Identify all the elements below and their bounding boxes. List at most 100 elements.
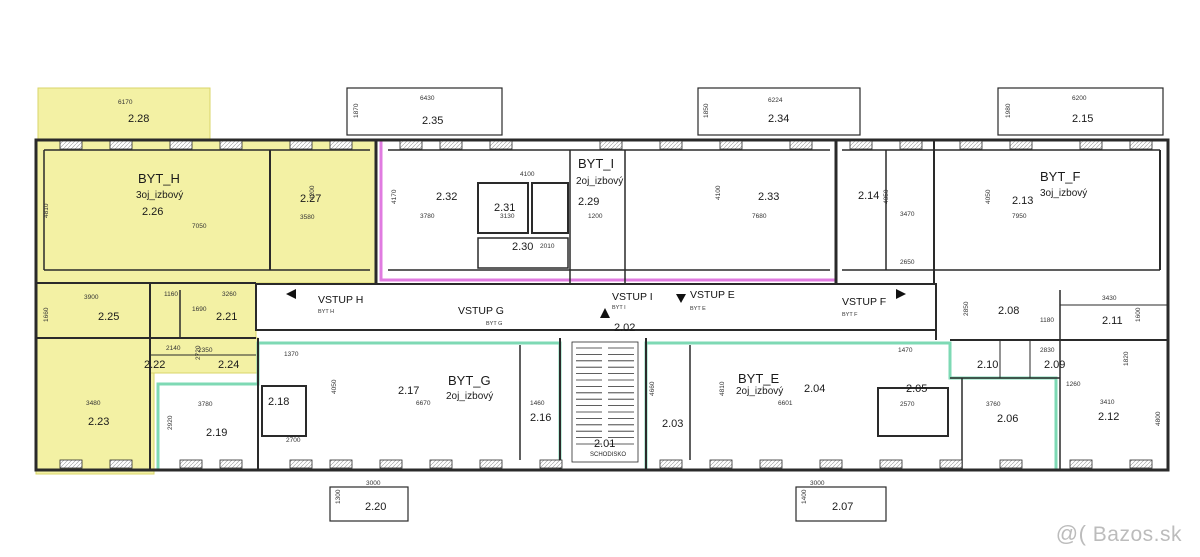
room-2-07: 2.07	[832, 501, 853, 513]
unit-byt-i-name: BYT_I	[578, 156, 614, 171]
window	[599, 140, 623, 150]
dimension-label: 4100	[715, 185, 722, 200]
window	[329, 459, 353, 469]
balconies	[329, 87, 1164, 522]
dimension-label: 7680	[752, 213, 767, 220]
unit-byt-e-type: 2oj_izbový	[736, 386, 783, 397]
window	[539, 459, 563, 469]
room-2-02: 2.02	[614, 322, 635, 334]
room-2-09: 2.09	[1044, 359, 1065, 371]
arrow-down-icon	[676, 294, 686, 303]
window	[759, 459, 783, 469]
window	[109, 140, 133, 150]
room-2-06: 2.06	[997, 413, 1018, 425]
room-2-03: 2.03	[662, 418, 683, 430]
entrance-labels: VSTUP H BYT H VSTUP G BYT G VSTUP I BYT …	[318, 289, 886, 327]
room-2-11: 2.11	[1102, 315, 1123, 327]
window	[109, 459, 133, 469]
room-2-23: 2.23	[88, 416, 109, 428]
room-2-13: 2.13	[1012, 195, 1033, 207]
dimension-label: 2850	[963, 301, 970, 316]
dimension-label: 1460	[530, 400, 545, 407]
arrow-up-icon	[600, 308, 610, 318]
dimension-label: 6670	[416, 400, 431, 407]
dimension-label: 3780	[198, 401, 213, 408]
dimension-label: 1850	[703, 103, 710, 118]
dimension-label: 4200	[309, 185, 316, 200]
dimension-label: 3760	[986, 401, 1001, 408]
room-2-21: 2.21	[216, 311, 237, 323]
unit-byt-e-name: BYT_E	[738, 371, 780, 386]
room-2-29: 2.29	[578, 196, 599, 208]
dimension-label: 1980	[1005, 103, 1012, 118]
window	[169, 140, 193, 150]
dimension-label: 3470	[900, 211, 915, 218]
window	[489, 140, 513, 150]
dimension-label: 2140	[166, 345, 181, 352]
dimension-label: 1300	[335, 489, 342, 504]
room-2-04: 2.04	[804, 383, 825, 395]
arrow-left-icon	[286, 289, 296, 299]
dimension-label: 6601	[778, 400, 793, 407]
dimension-label: 1820	[1123, 351, 1130, 366]
dimension-label: 2010	[540, 243, 555, 250]
dimension-label: 3130	[500, 213, 515, 220]
window	[59, 459, 83, 469]
room-2-30: 2.30	[512, 241, 533, 253]
dimension-label: 3780	[420, 213, 435, 220]
room-2-17: 2.17	[398, 385, 419, 397]
window	[659, 459, 683, 469]
dimension-label: 6170	[118, 99, 133, 106]
window	[719, 140, 743, 150]
window	[1079, 140, 1103, 150]
window	[179, 459, 203, 469]
dimension-label: 2830	[1040, 347, 1055, 354]
entrance-h: VSTUP H	[318, 294, 363, 306]
watermark-text: Bazos.sk	[1092, 523, 1182, 546]
dimension-label: 2650	[900, 259, 915, 266]
dimension-label: 3000	[366, 480, 381, 487]
dimension-label: 1690	[192, 306, 207, 313]
dimension-label: 2920	[167, 415, 174, 430]
room-2-26: 2.26	[142, 206, 163, 218]
window	[999, 459, 1023, 469]
dimension-label: 7950	[1012, 213, 1027, 220]
room-2-28: 2.28	[128, 113, 149, 125]
entrance-g: VSTUP G	[458, 305, 504, 317]
dimension-label: 1370	[284, 351, 299, 358]
dimension-label: 4810	[43, 203, 50, 218]
room-2-34: 2.34	[768, 113, 789, 125]
room-2-16: 2.16	[530, 412, 551, 424]
room-2-15: 2.15	[1072, 113, 1093, 125]
stairs-frame	[571, 341, 639, 463]
dimension-label: 1200	[588, 213, 603, 220]
room-2-18: 2.18	[268, 396, 289, 408]
dimension-label: 3430	[1102, 295, 1117, 302]
dimension-label: 4050	[331, 379, 338, 394]
dimension-label: 4660	[649, 381, 656, 396]
room-2-22: 2.22	[144, 359, 165, 371]
dimension-label: 3260	[222, 291, 237, 298]
unit-byt-f-name: BYT_F	[1040, 169, 1081, 184]
room-2-08: 2.08	[998, 305, 1019, 317]
room-2-33: 2.33	[758, 191, 779, 203]
dimension-label: 3900	[84, 294, 99, 301]
dimension-label: 2720	[195, 345, 202, 360]
unit-byt-i-type: 2oj_izbový	[576, 176, 623, 187]
dimension-label: 6224	[768, 97, 783, 104]
entrance-i-sub: BYT I	[612, 305, 626, 311]
windows	[59, 140, 1153, 469]
dimension-label: 1870	[353, 103, 360, 118]
window	[899, 140, 923, 150]
window	[399, 140, 423, 150]
dimension-label: 1660	[43, 307, 50, 322]
window	[219, 459, 243, 469]
window	[819, 459, 843, 469]
window	[1129, 459, 1153, 469]
unit-byt-f-type: 3oj_izbový	[1040, 188, 1087, 199]
dimension-label: 4050	[883, 189, 890, 204]
entrance-e: VSTUP E	[690, 289, 735, 301]
window	[59, 140, 83, 150]
dimension-label: 4170	[391, 189, 398, 204]
window	[709, 459, 733, 469]
